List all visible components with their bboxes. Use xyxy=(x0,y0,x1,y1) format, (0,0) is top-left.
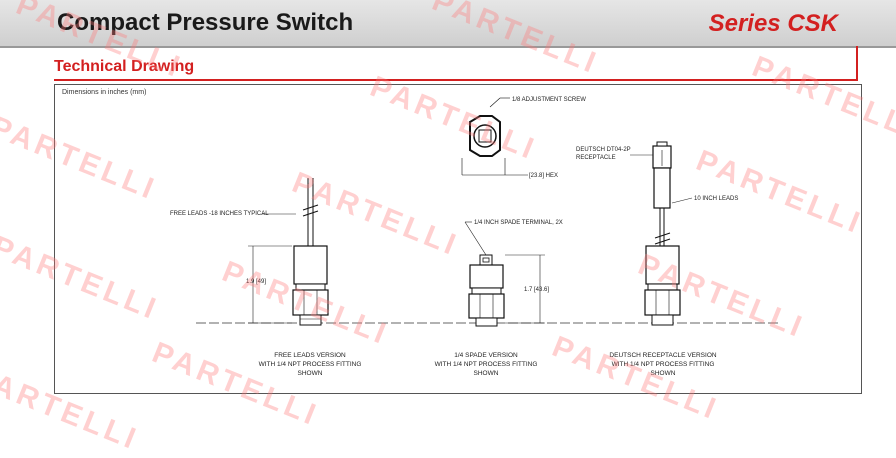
spade-switch xyxy=(468,254,505,327)
free-leads-switch xyxy=(292,178,329,326)
free-leads-label: FREE LEADS -18 INCHES TYPICAL xyxy=(170,211,269,217)
adjustment-screw-label: 1/8 ADJUSTMENT SCREW xyxy=(512,97,586,103)
header-title: Compact Pressure Switch xyxy=(57,9,354,36)
deutsch-switch xyxy=(644,141,681,326)
caption-line: SHOWN xyxy=(474,370,499,377)
top-view-hex xyxy=(461,97,528,176)
ten-inch-leads-label: 10 INCH LEADS xyxy=(694,196,738,202)
section-rule-vertical xyxy=(856,46,858,81)
spade-dimension xyxy=(464,221,545,324)
caption-line: DEUTSCH RECEPTACLE VERSION xyxy=(609,352,716,359)
caption-line: 1/4 SPADE VERSION xyxy=(454,352,518,359)
caption-line: SHOWN xyxy=(651,370,676,377)
section-title: Technical Drawing xyxy=(54,58,195,75)
free-leads-dimension xyxy=(248,213,296,324)
caption-line: WITH 1/4 NPT PROCESS FITTING xyxy=(612,361,715,368)
deutsch-leaders xyxy=(630,154,693,204)
dimension-left: 1.9 [49] xyxy=(246,279,266,285)
caption-deutsch: DEUTSCH RECEPTACLE VERSION WITH 1/4 NPT … xyxy=(609,352,716,377)
dimension-right: 1.7 [43.6] xyxy=(524,287,549,293)
section-rule xyxy=(54,79,858,81)
caption-free-leads: FREE LEADS VERSION WITH 1/4 NPT PROCESS … xyxy=(259,352,362,377)
technical-drawing: 1/8 ADJUSTMENT SCREW [23.8] HEX 1.9 [49]… xyxy=(170,97,780,377)
dimensions-note: Dimensions in inches (mm) xyxy=(62,89,147,96)
caption-line: FREE LEADS VERSION xyxy=(274,352,346,359)
caption-spade: 1/4 SPADE VERSION WITH 1/4 NPT PROCESS F… xyxy=(435,352,538,377)
deutsch-label-line2: RECEPTACLE xyxy=(576,155,616,161)
caption-line: SHOWN xyxy=(298,370,323,377)
deutsch-label-line1: DEUTSCH DT04-2P xyxy=(576,147,631,153)
series-name: Series CSK xyxy=(708,10,838,37)
drawing-frame xyxy=(54,84,862,394)
caption-line: WITH 1/4 NPT PROCESS FITTING xyxy=(259,361,362,368)
hex-label: [23.8] HEX xyxy=(529,173,558,179)
caption-line: WITH 1/4 NPT PROCESS FITTING xyxy=(435,361,538,368)
spade-terminal-label: 1/4 INCH SPADE TERMINAL, 2X xyxy=(474,220,563,226)
page-header: Compact Pressure Switch Series CSK xyxy=(0,0,896,48)
